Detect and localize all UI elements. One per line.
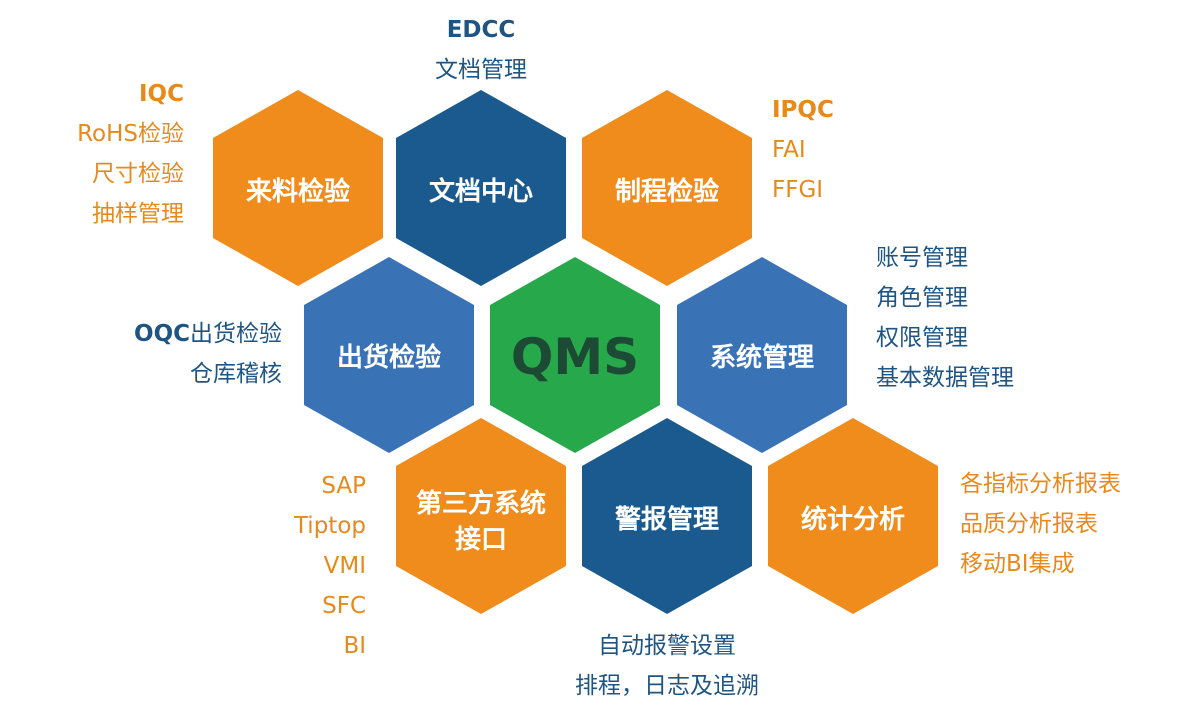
hex-qms-center-label: QMS bbox=[511, 328, 639, 386]
hex-statistics-analysis bbox=[768, 418, 938, 614]
stats-item: 品质分析报表 bbox=[960, 511, 1098, 537]
ipqc-group: IPQC FAI FFGI bbox=[772, 90, 834, 210]
hex-document-center-label: 文档中心 bbox=[429, 176, 533, 207]
hex-statistics-analysis-label: 统计分析 bbox=[801, 504, 905, 535]
hex-third-party-label-line2: 接口 bbox=[455, 525, 507, 555]
edcc-item: 文档管理 bbox=[435, 57, 527, 83]
ipqc-item: FAI bbox=[772, 137, 806, 163]
alarm-item: 自动报警设置 bbox=[598, 633, 736, 659]
hex-third-party-interface bbox=[396, 418, 566, 614]
alarm-item: 排程，日志及追溯 bbox=[575, 673, 759, 699]
oqc-title-suffix: 出货检验 bbox=[190, 321, 282, 347]
third-party-item: BI bbox=[343, 633, 366, 659]
third-party-item: VMI bbox=[323, 553, 366, 579]
iqc-title: IQC bbox=[139, 81, 184, 107]
hex-outgoing-inspection bbox=[304, 257, 474, 453]
third-party-item: SFC bbox=[322, 593, 366, 619]
hex-alarm-management bbox=[582, 418, 752, 614]
stats-item: 各指标分析报表 bbox=[960, 471, 1121, 497]
hex-system-management bbox=[677, 257, 847, 453]
system-item: 权限管理 bbox=[876, 325, 968, 351]
hex-document-center bbox=[396, 90, 566, 286]
ipqc-title: IPQC bbox=[772, 97, 834, 123]
ipqc-item: FFGI bbox=[772, 177, 824, 203]
hex-qms-center bbox=[490, 257, 660, 453]
iqc-item: 抽样管理 bbox=[92, 201, 184, 227]
hex-outgoing-inspection-label: 出货检验 bbox=[337, 342, 441, 373]
iqc-item: 尺寸检验 bbox=[92, 161, 184, 187]
hex-process-inspection bbox=[582, 90, 752, 286]
edcc-title: EDCC bbox=[446, 17, 516, 43]
oqc-item: 仓库稽核 bbox=[190, 361, 282, 387]
hex-incoming-inspection bbox=[213, 90, 383, 286]
system-item: 角色管理 bbox=[876, 285, 968, 311]
hex-alarm-management-label: 警报管理 bbox=[615, 504, 719, 535]
system-group: 账号管理 角色管理 权限管理 基本数据管理 bbox=[876, 238, 1014, 398]
third-party-item: Tiptop bbox=[293, 513, 366, 539]
third-party-item: SAP bbox=[321, 473, 366, 499]
alarm-group: 自动报警设置 排程，日志及追溯 bbox=[560, 626, 774, 706]
iqc-group: IQC RoHS检验 尺寸检验 抽样管理 bbox=[77, 74, 184, 234]
system-item: 账号管理 bbox=[876, 245, 968, 271]
iqc-item: RoHS检验 bbox=[77, 121, 184, 147]
hex-third-party-label-line1: 第三方系统 bbox=[416, 488, 546, 519]
oqc-group: OQC出货检验 仓库稽核 bbox=[134, 314, 282, 394]
hex-incoming-inspection-label: 来料检验 bbox=[246, 176, 350, 207]
edcc-group: EDCC 文档管理 bbox=[401, 10, 561, 90]
stats-item: 移动BI集成 bbox=[960, 551, 1075, 577]
hex-system-management-label: 系统管理 bbox=[710, 342, 814, 373]
oqc-title: OQC bbox=[134, 321, 190, 347]
system-item: 基本数据管理 bbox=[876, 365, 1014, 391]
oqc-title-row: OQC出货检验 bbox=[134, 314, 282, 354]
hex-process-inspection-label: 制程检验 bbox=[615, 176, 719, 207]
third-party-group: SAP Tiptop VMI SFC BI bbox=[294, 466, 366, 666]
stats-group: 各指标分析报表 品质分析报表 移动BI集成 bbox=[960, 464, 1121, 584]
